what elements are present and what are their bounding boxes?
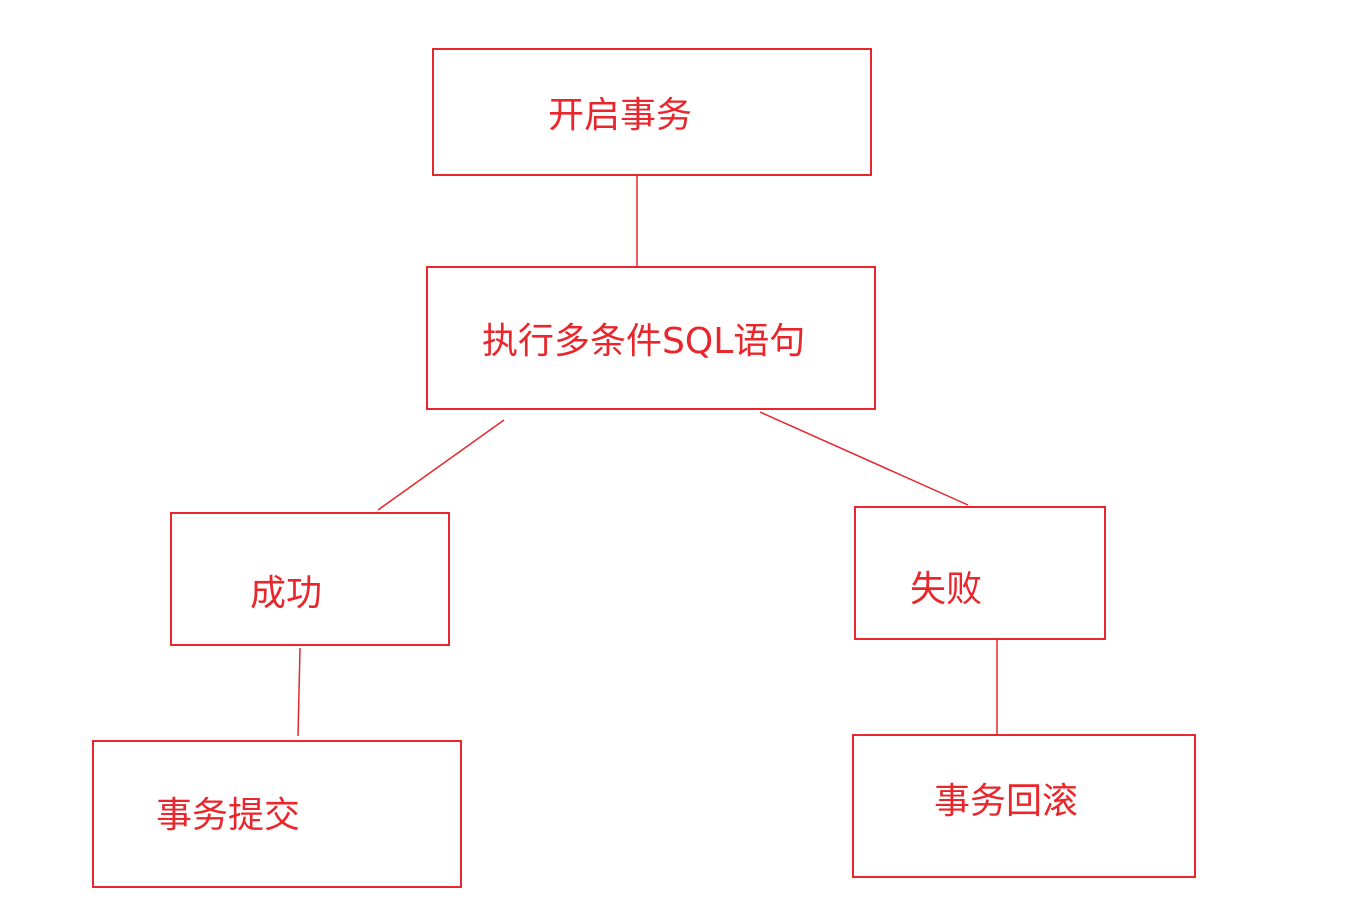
node-rollback-transaction: 事务回滚 — [852, 734, 1196, 878]
node-start-transaction-label: 开启事务 — [548, 95, 693, 136]
edge-exec-to-fail — [759, 411, 969, 506]
node-rollback-transaction-label: 事务回滚 — [934, 781, 1079, 822]
edge-exec-to-success — [377, 419, 505, 511]
node-execute-sql: 执行多条件SQL语句 — [426, 266, 876, 410]
node-success-label: 成功 — [250, 573, 323, 614]
node-start-transaction: 开启事务 — [432, 48, 872, 176]
node-commit-transaction: 事务提交 — [92, 740, 462, 888]
node-success: 成功 — [170, 512, 450, 646]
node-execute-sql-label: 执行多条件SQL语句 — [482, 321, 806, 362]
edge-success-to-commit — [297, 647, 301, 737]
node-failure-label: 失败 — [910, 569, 983, 610]
node-commit-transaction-label: 事务提交 — [156, 795, 301, 836]
node-failure: 失败 — [854, 506, 1106, 640]
